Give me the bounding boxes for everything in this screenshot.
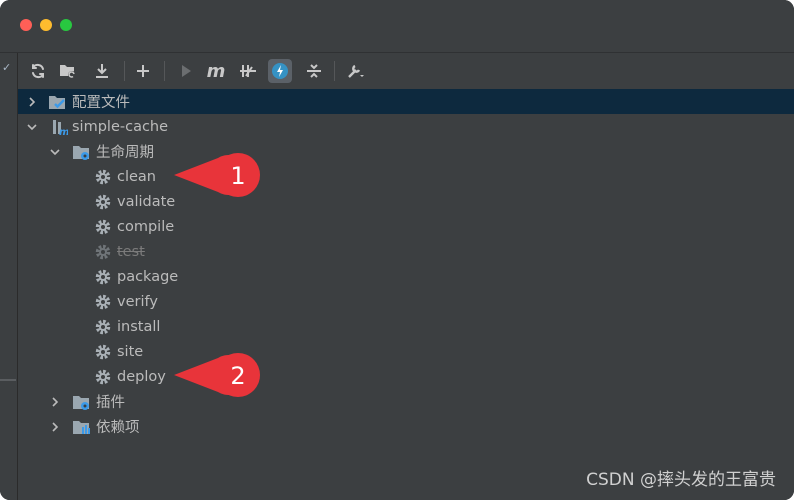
gear-icon [95, 319, 111, 334]
skip-tests-icon[interactable] [268, 59, 292, 83]
lifecycle-item-label: deploy [117, 368, 166, 385]
lifecycle-label: 生命周期 [96, 145, 154, 161]
toolbar-separator [164, 61, 165, 81]
left-tool-strip: ✓ [0, 53, 18, 500]
lifecycle-item-label: clean [117, 168, 156, 185]
gear-icon [95, 194, 111, 209]
tree-node-profiles[interactable]: 配置文件 [18, 89, 794, 114]
lifecycle-item-skipped[interactable]: test [18, 239, 794, 264]
tree-node-lifecycle[interactable]: 生命周期 [18, 139, 794, 164]
plugins-folder-icon [73, 395, 89, 410]
chevron-right-icon[interactable] [49, 396, 61, 408]
lifecycle-item[interactable]: clean [18, 164, 794, 189]
close-window-button[interactable] [20, 19, 32, 31]
lifecycle-item-label: validate [117, 193, 176, 210]
gear-icon [95, 269, 111, 284]
lifecycle-item[interactable]: verify [18, 289, 794, 314]
lifecycle-item-label: install [117, 318, 161, 335]
tree-node-plugins[interactable]: 插件 [18, 389, 794, 414]
callout-marker: 1 [174, 153, 260, 197]
lifecycle-item[interactable]: install [18, 314, 794, 339]
tree-node-dependencies[interactable]: 依赖项 [18, 414, 794, 439]
lifecycle-item[interactable]: package [18, 264, 794, 289]
gear-icon [95, 244, 111, 259]
lifecycle-item[interactable]: validate [18, 189, 794, 214]
download-icon[interactable] [90, 59, 114, 83]
profiles-label: 配置文件 [72, 95, 130, 111]
settings-wrench-icon[interactable] [344, 59, 368, 83]
callout-marker: 2 [174, 353, 260, 397]
dependencies-label: 依赖项 [96, 420, 140, 436]
strip-divider [0, 379, 16, 381]
lifecycle-item-label: package [117, 268, 179, 285]
reload-icon[interactable] [26, 59, 50, 83]
tree-node-project[interactable]: m simple-cache [18, 114, 794, 139]
plugins-label: 插件 [96, 395, 125, 411]
zoom-window-button[interactable] [60, 19, 72, 31]
maven-module-icon: m [53, 119, 68, 136]
svg-text:m: m [59, 127, 68, 136]
gear-icon [95, 344, 111, 359]
minimize-window-button[interactable] [40, 19, 52, 31]
lifecycle-item-label: site [117, 343, 144, 360]
callout-number: 2 [230, 362, 245, 390]
check-icon: ✓ [2, 61, 12, 74]
lifecycle-item-label: compile [117, 218, 175, 235]
lifecycle-item[interactable]: deploy [18, 364, 794, 389]
lifecycle-item-label: test [117, 243, 145, 260]
chevron-down-icon[interactable] [49, 146, 61, 158]
lifecycle-item-label: verify [117, 293, 158, 310]
run-icon[interactable] [174, 59, 198, 83]
toolbar-separator [334, 61, 335, 81]
chevron-down-icon[interactable] [26, 121, 38, 133]
toggle-offline-icon[interactable] [236, 59, 260, 83]
maven-toolbar: m [18, 53, 794, 90]
lifecycle-item[interactable]: site [18, 339, 794, 364]
maven-icon[interactable]: m [206, 60, 226, 82]
lifecycle-folder-icon [73, 145, 89, 160]
chevron-right-icon[interactable] [26, 96, 38, 108]
chevron-right-icon[interactable] [49, 421, 61, 433]
gear-icon [95, 219, 111, 234]
add-icon[interactable] [131, 59, 155, 83]
gear-icon [95, 369, 111, 384]
toolbar-separator [124, 61, 125, 81]
collapse-all-icon[interactable] [302, 59, 326, 83]
gear-icon [95, 294, 111, 309]
profiles-folder-icon [49, 95, 65, 109]
lifecycle-item[interactable]: compile [18, 214, 794, 239]
title-bar [0, 0, 794, 53]
watermark: CSDN @摔头发的王富贵 [586, 470, 776, 490]
project-label: simple-cache [72, 118, 169, 135]
generate-sources-icon[interactable] [56, 59, 80, 83]
dependencies-folder-icon [73, 420, 90, 434]
maven-project-tree: 配置文件 m simple-cache 生命周期 clean validate … [18, 89, 794, 500]
callout-number: 1 [230, 162, 245, 190]
gear-icon [95, 169, 111, 184]
